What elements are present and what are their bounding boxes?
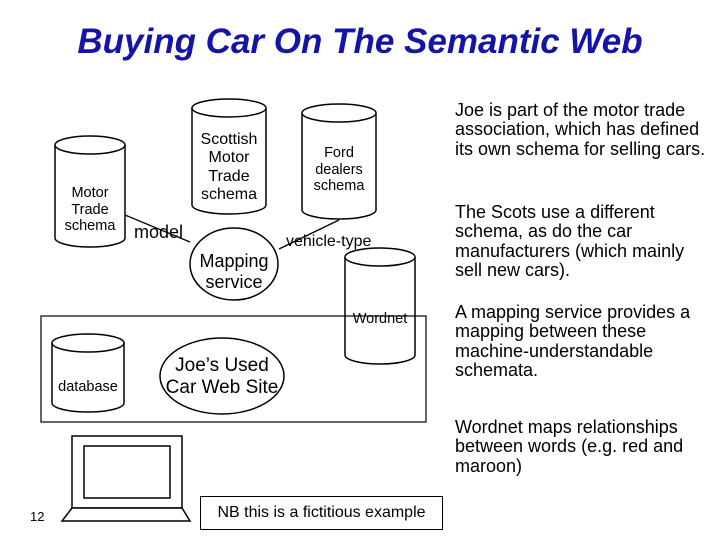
model-connector — [124, 214, 191, 243]
note-scots-schema: The Scots use a different schema, as do … — [455, 202, 685, 281]
scottish-schema-label: Scottish Motor Trade schema — [200, 131, 258, 204]
slide-number: 12 — [30, 509, 45, 524]
model-edge-label: model — [134, 222, 184, 242]
note-motor-trade-association: Joe is part of the motor trade associati… — [455, 100, 706, 159]
database-cylinder — [51, 333, 125, 413]
mapping-service-label: Mapping service — [199, 251, 269, 292]
vehicle-type-connector — [278, 219, 340, 250]
database-label: database — [58, 379, 118, 395]
note-mapping-service: A mapping service provides a mapping bet… — [455, 302, 691, 381]
computer-monitor-icon — [60, 435, 192, 522]
website-frame — [40, 315, 427, 423]
ford-schema-cylinder — [301, 103, 377, 220]
note-wordnet: Wordnet maps relationships between words… — [455, 417, 684, 476]
vehicle-type-edge-label: vehicle-type — [286, 233, 372, 250]
motor-trade-schema-cylinder — [54, 135, 126, 248]
mapping-service-ellipse — [189, 227, 279, 301]
web-site-label: Joe’s Used Car Web Site — [165, 355, 279, 398]
motor-trade-schema-label: Motor Trade schema — [64, 185, 116, 235]
ford-schema-label: Ford dealers schema — [313, 145, 365, 195]
disclaimer-box: NB this is a fictitious example — [200, 496, 443, 530]
wordnet-label: Wordnet — [352, 311, 408, 327]
scottish-schema-cylinder — [191, 98, 267, 215]
web-site-ellipse — [159, 337, 285, 415]
wordnet-cylinder — [344, 247, 416, 365]
page-title: Buying Car On The Semantic Web — [77, 22, 643, 61]
